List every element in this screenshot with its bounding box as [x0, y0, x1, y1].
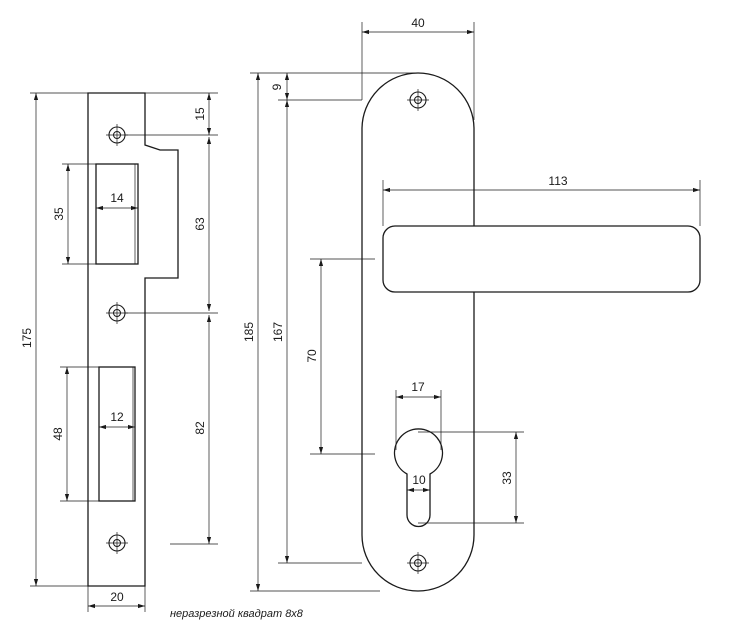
dim-cylinder-height: 33	[500, 471, 514, 485]
lever-handle	[382, 225, 701, 293]
dim-strike-width: 20	[110, 590, 124, 604]
dim-handle-to-cylinder: 70	[305, 349, 319, 363]
dim-lower-slot-width: 12	[110, 410, 124, 424]
handle-plate-dimensions: 40 9 185 167 70 113 17 10	[242, 16, 701, 592]
dim-strike-top-hole-offset: 15	[193, 107, 207, 121]
cylinder-cutout	[393, 428, 444, 528]
dim-cylinder-slot-width: 10	[412, 473, 426, 487]
dim-strike-total-height: 175	[20, 328, 34, 348]
lower-strike-slot	[98, 366, 136, 502]
dim-lever-length: 113	[548, 174, 567, 188]
dim-cylinder-width: 17	[411, 380, 425, 394]
dim-handle-hole-spacing: 167	[271, 322, 285, 342]
handle-screw-hole-bottom	[407, 552, 429, 574]
upper-strike-slot	[95, 163, 139, 265]
handle-screw-hole-top	[407, 89, 429, 111]
spindle-note: неразрезной квадрат 8х8	[170, 608, 303, 620]
strike-screw-hole-bottom	[106, 532, 128, 554]
dim-strike-hole-spacing-lower: 82	[193, 421, 207, 435]
dim-handle-total-height: 185	[242, 322, 256, 342]
dim-lower-slot-height: 48	[51, 427, 65, 441]
dim-upper-slot-width: 14	[110, 191, 124, 205]
dim-strike-hole-spacing-upper: 63	[193, 217, 207, 231]
strike-plate	[87, 92, 179, 587]
strike-plate-dimensions: 175 35 14 48 12 15 63 82 20	[20, 92, 218, 612]
dim-handle-top-hole-offset: 9	[270, 83, 284, 90]
handle-plate	[361, 72, 701, 592]
strike-screw-hole-middle	[106, 302, 128, 324]
dim-plate-width: 40	[411, 16, 425, 30]
dim-upper-slot-height: 35	[52, 207, 66, 221]
